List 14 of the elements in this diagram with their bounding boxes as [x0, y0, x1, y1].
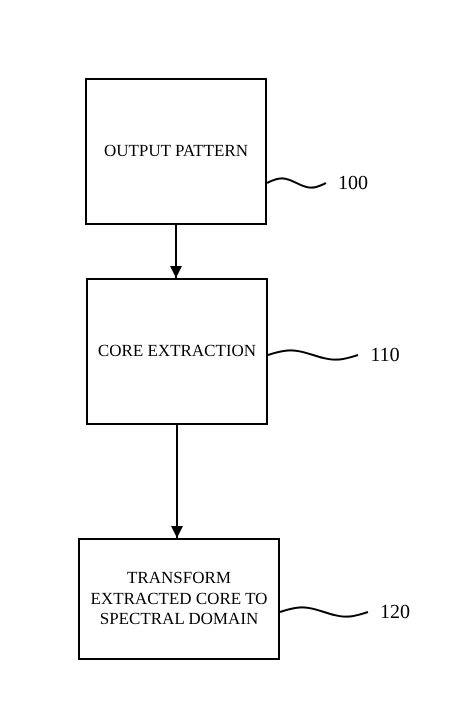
leader-line: [280, 606, 368, 618]
reference-number: 110: [370, 343, 400, 367]
step-label: OUTPUT PATTERN: [104, 141, 248, 162]
process-box: [86, 278, 268, 425]
leader-line: [268, 349, 358, 361]
step-label: TRANSFORM EXTRACTED CORE TO SPECTRAL DOMAIN: [90, 568, 268, 630]
reference-number: 100: [338, 171, 368, 195]
step-label: CORE EXTRACTION: [98, 341, 256, 362]
process-box: [85, 78, 267, 225]
process-box: [78, 538, 280, 660]
reference-number: 120: [380, 600, 410, 624]
arrow: [170, 225, 182, 278]
leader-line: [266, 177, 326, 189]
arrow: [171, 425, 183, 538]
